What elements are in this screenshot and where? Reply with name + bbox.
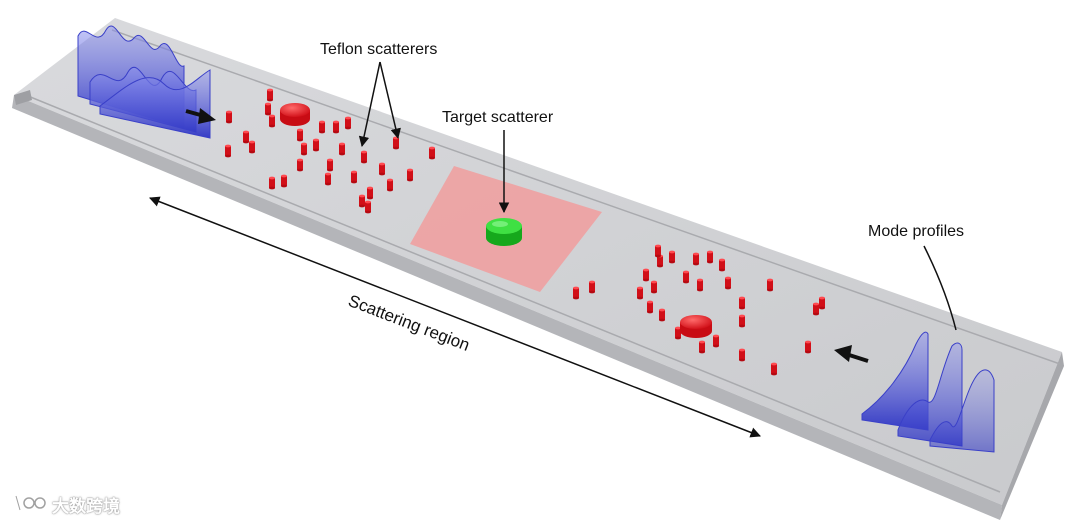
- scattering-region-arrow: [149, 196, 761, 438]
- teflon-scatterer: [573, 286, 579, 300]
- teflon-scatterer: [739, 296, 745, 310]
- watermark-text: 大数跨境: [52, 496, 120, 517]
- teflon-scatterer: [297, 128, 303, 142]
- teflon-scatterer: [407, 168, 413, 182]
- teflon-scatterer: [361, 150, 367, 164]
- watermark: 大数跨境: [12, 490, 120, 518]
- teflon-scatterer: [669, 250, 675, 264]
- teflon-scatterer: [637, 286, 643, 300]
- teflon-scatterer: [659, 308, 665, 322]
- mode-profiles-right: [861, 331, 995, 453]
- teflon-scatterer: [325, 172, 331, 186]
- teflon-scatterer: [651, 280, 657, 294]
- teflon-scatterer: [693, 252, 699, 266]
- teflon-leader-line: [379, 61, 401, 140]
- incident-arrow-right: [834, 345, 869, 363]
- teflon-scatterer: [267, 88, 273, 102]
- teflon-scatterer: [367, 186, 373, 200]
- mode-leader-line: [923, 245, 957, 331]
- mode-profiles-label: Mode profiles: [868, 223, 965, 240]
- teflon-scatterer: [767, 278, 773, 292]
- teflon-scatterer: [359, 194, 365, 208]
- teflon-scatterer: [345, 116, 351, 130]
- large-scatterer-right: [680, 315, 712, 338]
- teflon-scatterer: [699, 340, 705, 354]
- incident-arrow-left: [185, 108, 216, 124]
- teflon-scatterer: [365, 200, 371, 214]
- teflon-scatterer: [226, 110, 232, 124]
- teflon-scatterer: [707, 250, 713, 264]
- teflon-scatterer: [429, 146, 435, 160]
- teflon-scatterer: [333, 120, 339, 134]
- teflon-scatterer: [719, 258, 725, 272]
- mode-profiles-left: [77, 25, 211, 139]
- watermark-logo-icon: [14, 495, 46, 511]
- teflon-scatterer: [813, 302, 819, 316]
- target-scatterer-label: Target scatterer: [442, 109, 554, 126]
- teflon-scatterer: [819, 296, 825, 310]
- teflon-scatterer: [327, 158, 333, 172]
- teflon-scatterer: [739, 314, 745, 328]
- teflon-scatterer: [281, 174, 287, 188]
- teflon-scatterer: [713, 334, 719, 348]
- teflon-scatterer: [269, 114, 275, 128]
- teflon-scatterer: [655, 244, 661, 258]
- teflon-scatterer: [697, 278, 703, 292]
- teflon-scatterer: [225, 144, 231, 158]
- teflon-scatterer: [301, 142, 307, 156]
- waveguide-right-face: [1000, 352, 1064, 520]
- teflon-scatterer: [269, 176, 275, 190]
- teflon-scatterer: [739, 348, 745, 362]
- teflon-scatterer: [771, 362, 777, 376]
- teflon-scatterer: [243, 130, 249, 144]
- teflon-scatterer: [725, 276, 731, 290]
- teflon-scatterer: [297, 158, 303, 172]
- teflon-scatterer: [805, 340, 811, 354]
- mode-profile-wave: [99, 69, 211, 139]
- teflon-scatterer: [339, 142, 345, 156]
- large-scatterer-left: [280, 103, 310, 126]
- teflon-scatterer: [647, 300, 653, 314]
- teflon-scatterer: [249, 140, 255, 154]
- waveguide-left-notch: [14, 90, 32, 105]
- teflon-scatterer: [313, 138, 319, 152]
- teflon-scatterer: [683, 270, 689, 284]
- teflon-scatterer: [589, 280, 595, 294]
- mode-profile-wave: [929, 369, 995, 453]
- teflon-scatterer: [393, 136, 399, 150]
- teflon-scatterer: [319, 120, 325, 134]
- teflon-scatterer: [351, 170, 357, 184]
- mode-profile-wave: [897, 342, 963, 447]
- teflon-scatterers-label: Teflon scatterers: [320, 41, 438, 58]
- teflon-scatterer: [643, 268, 649, 282]
- teflon-leader-line: [358, 61, 381, 148]
- teflon-scatterer: [387, 178, 393, 192]
- teflon-scatterer: [379, 162, 385, 176]
- teflon-scatterer: [265, 102, 271, 116]
- target-scatterer: [486, 218, 522, 246]
